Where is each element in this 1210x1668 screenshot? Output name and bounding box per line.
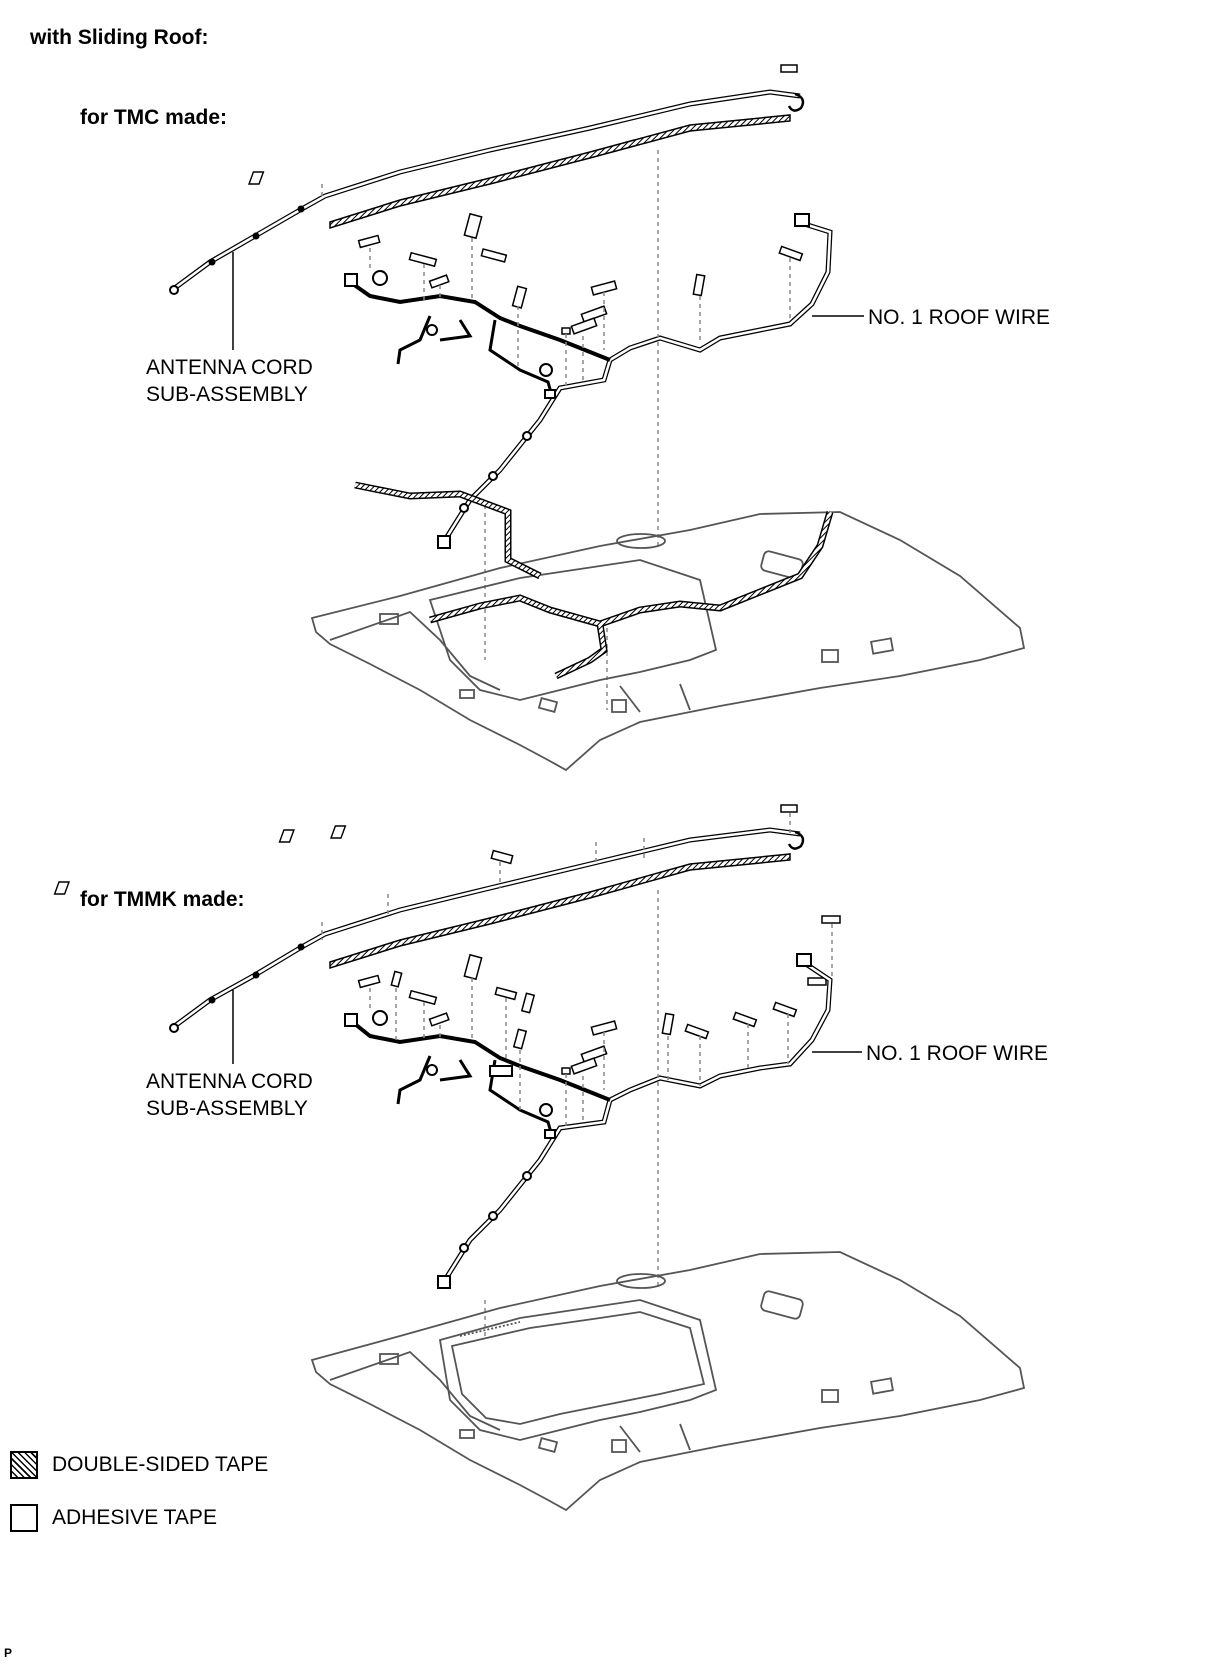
antenna-label-tmmk-line2: SUB-ASSEMBLY — [146, 1097, 308, 1120]
antenna-cord-tmc — [170, 89, 801, 293]
variant-label-tmmk: for TMMK made: — [80, 888, 245, 911]
antenna-cord-tmmk — [170, 827, 801, 1031]
legend-adhesive-tape: ADHESIVE TAPE — [52, 1506, 217, 1529]
headliner-tmmk — [310, 1251, 1026, 1512]
footer-mark: P — [4, 1646, 13, 1660]
roof-wire-tmc — [442, 219, 833, 542]
headliner-tmc — [310, 511, 1026, 772]
tmc-assembly — [169, 64, 864, 549]
antenna-label-tmc-line1: ANTENNA CORD — [146, 356, 313, 379]
diagram-heading: with Sliding Roof: — [30, 26, 209, 49]
roof-wire-tmmk — [442, 957, 833, 1282]
tmmk-assembly — [53, 804, 862, 1289]
adhesive-tape-symbol — [10, 1504, 38, 1532]
legend-double-sided-tape: DOUBLE-SIDED TAPE — [52, 1453, 269, 1476]
antenna-label-tmc-line2: SUB-ASSEMBLY — [146, 383, 308, 406]
roof-wire-label-tmmk: NO. 1 ROOF WIRE — [866, 1042, 1049, 1065]
roof-wire-label-tmc: NO. 1 ROOF WIRE — [868, 306, 1051, 329]
double-sided-tape-symbol — [10, 1451, 38, 1479]
variant-label-tmc: for TMC made: — [80, 106, 227, 129]
antenna-label-tmmk-line1: ANTENNA CORD — [146, 1070, 313, 1093]
